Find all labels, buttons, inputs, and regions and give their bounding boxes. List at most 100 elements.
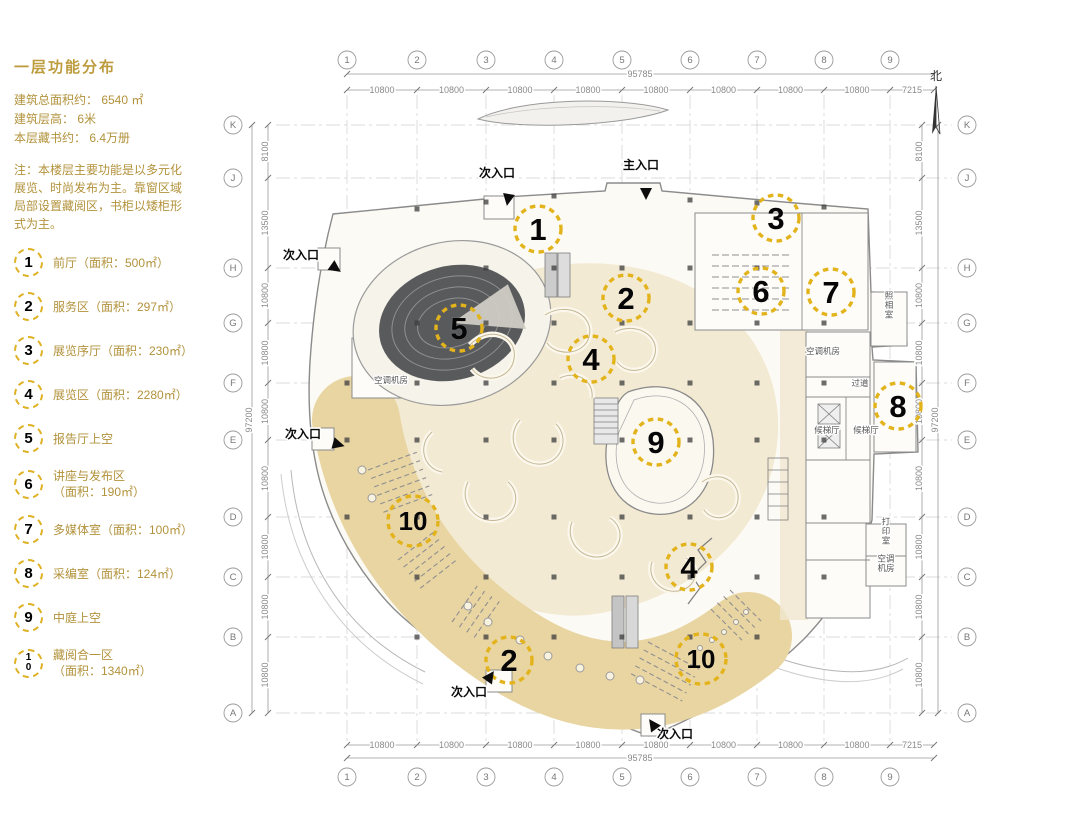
grid-bubble-label: J bbox=[231, 173, 236, 184]
grid-bubble-label: 2 bbox=[414, 55, 419, 66]
dimension-label: 10800 bbox=[439, 740, 464, 750]
legend-item-label-line: 前厅（面积：500㎡） bbox=[53, 255, 170, 270]
dimension-label: 10800 bbox=[914, 283, 924, 308]
legend-stat: 建筑总面积约： 6540 ㎡ bbox=[14, 93, 144, 107]
grid-bubble-label: K bbox=[964, 120, 971, 131]
entrance-label: 次入口 bbox=[657, 726, 693, 741]
grid-bubble-label: A bbox=[964, 708, 971, 719]
marker-ring bbox=[386, 494, 440, 548]
west-wing-arc bbox=[290, 469, 426, 673]
grid-bubble bbox=[337, 767, 357, 787]
grid-bubble-label: J bbox=[965, 173, 970, 184]
column-dot bbox=[414, 320, 420, 326]
marker-ring bbox=[484, 635, 534, 685]
column-dot bbox=[483, 574, 489, 580]
dimension-tick bbox=[934, 709, 942, 717]
dimension-label: 97200 bbox=[244, 407, 254, 432]
legend-item-number-digit: 0 bbox=[25, 662, 32, 673]
legend-stat: 建筑层高： 6米 bbox=[14, 112, 97, 126]
entrance-arrow-icon bbox=[482, 671, 494, 685]
grid-bubble-label: 5 bbox=[619, 772, 624, 783]
dimension-tick bbox=[930, 70, 938, 78]
grid-bubble bbox=[957, 507, 977, 527]
grid-bubble bbox=[407, 50, 427, 70]
grid-bubble bbox=[680, 767, 700, 787]
dimension-tick bbox=[264, 573, 272, 581]
marker-number: 2 bbox=[617, 281, 634, 316]
dimension-label: 10800 bbox=[439, 85, 464, 95]
marker-number: 1 bbox=[529, 212, 546, 247]
legend-item-label-line: 讲座与发布区 bbox=[53, 469, 126, 483]
dimension-label: 10800 bbox=[844, 85, 869, 95]
dimension-tick bbox=[550, 741, 558, 749]
plan-marker: 2 bbox=[484, 635, 534, 685]
grid-bubble-label: H bbox=[964, 263, 971, 274]
dimension-label: 10800 bbox=[914, 662, 924, 687]
marker-ring bbox=[434, 303, 484, 353]
legend-item-label: 采编室（面积：124㎡） bbox=[53, 566, 181, 582]
dimension-label: 10800 bbox=[711, 740, 736, 750]
room-label: 打印室 bbox=[882, 517, 891, 546]
plan-marker: 2 bbox=[601, 273, 651, 323]
marker-ring bbox=[806, 267, 856, 317]
grid-bubble bbox=[223, 703, 243, 723]
entrance-label: 次入口 bbox=[479, 165, 515, 180]
marker-number: 10 bbox=[687, 644, 716, 674]
grid-bubble bbox=[476, 767, 496, 787]
dimension-tick bbox=[918, 573, 926, 581]
marker-ring bbox=[664, 542, 714, 592]
legend-note-line: 注：本楼层主要功能是以多元化 bbox=[14, 163, 183, 177]
plan-marker: 8 bbox=[873, 381, 923, 431]
grid-bubble-label: 6 bbox=[687, 772, 692, 783]
column-dot bbox=[483, 320, 489, 326]
grid-bubble bbox=[957, 703, 977, 723]
legend-item-number: 8 bbox=[14, 559, 43, 588]
legend-item-number: 6 bbox=[14, 469, 43, 499]
entrance-label: 次入口 bbox=[285, 426, 321, 441]
dimension-label: 10800 bbox=[260, 466, 270, 491]
column-dot bbox=[687, 380, 693, 386]
legend-item-label: 展览序厅（面积：230㎡） bbox=[53, 343, 193, 359]
dimension-label: 10800 bbox=[844, 740, 869, 750]
grid-bubble bbox=[612, 767, 632, 787]
dimension-tick bbox=[918, 513, 926, 521]
dimension-label: 8100 bbox=[260, 141, 270, 161]
entrance-arrow-icon bbox=[649, 719, 661, 733]
grid-bubble-label: G bbox=[963, 318, 970, 329]
grid-bubble bbox=[880, 50, 900, 70]
grid-bubble-label: 8 bbox=[821, 55, 826, 66]
grid-bubble-label: A bbox=[230, 708, 237, 719]
stairs-elevators bbox=[544, 252, 841, 649]
room-partitions bbox=[801, 213, 906, 561]
dimension-tick bbox=[264, 174, 272, 182]
legend-item-label-line: （面积：190㎡） bbox=[53, 485, 146, 499]
dimension-tick bbox=[918, 436, 926, 444]
grid-bubble bbox=[223, 313, 243, 333]
legend-item-number: 1 bbox=[14, 248, 43, 277]
dimension-tick bbox=[753, 741, 761, 749]
legend-item-label: 藏阅合一区（面积：1340㎡） bbox=[53, 647, 152, 679]
dimension-tick bbox=[264, 121, 272, 129]
marker-ring bbox=[566, 334, 616, 384]
grid-bubble bbox=[612, 50, 632, 70]
column-dot bbox=[344, 380, 350, 386]
grid-bubble bbox=[814, 50, 834, 70]
legend-item-number: 9 bbox=[14, 603, 43, 632]
marker-number: 10 bbox=[399, 506, 428, 536]
room-label: 候梯厅 bbox=[853, 425, 879, 435]
grid-bubble bbox=[223, 373, 243, 393]
legend-item-label-line: 多媒体室（面积：100㎡） bbox=[53, 522, 194, 537]
dimension-tick bbox=[264, 264, 272, 272]
grid-bubble-label: E bbox=[964, 435, 970, 446]
column-dot bbox=[687, 437, 693, 443]
dimension-tick bbox=[820, 86, 828, 94]
grid-bubble-label: B bbox=[230, 632, 236, 643]
room-label: 照相室 bbox=[885, 291, 894, 320]
grid-bubble-label: 6 bbox=[687, 55, 692, 66]
grid-bubble bbox=[223, 115, 243, 135]
dimension-tick bbox=[343, 86, 351, 94]
room-label: 过道 bbox=[851, 378, 869, 388]
legend-item-label: 服务区（面积：297㎡） bbox=[53, 299, 181, 315]
